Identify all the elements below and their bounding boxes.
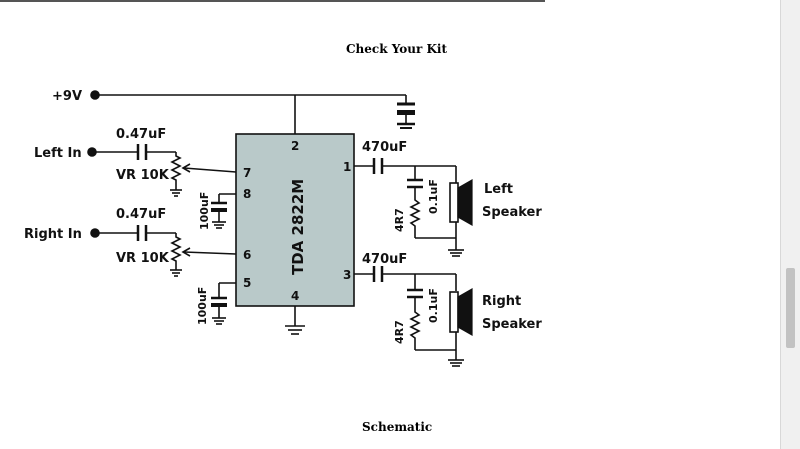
left-pot-label: VR 10K	[116, 168, 170, 183]
pin-6-label: 6	[243, 248, 251, 262]
supply-terminal	[90, 90, 100, 100]
left-input-cap-label: 0.47uF	[116, 127, 166, 142]
chip-name-label: TDA 2822M	[289, 179, 307, 275]
pin-5-label: 5	[243, 276, 251, 290]
right-input-terminal	[90, 228, 100, 238]
top-divider	[0, 0, 545, 2]
right-zobel-resistor-label: 4R7	[393, 320, 406, 344]
right-input-cap-label: 0.47uF	[116, 207, 166, 222]
left-output-circuit	[354, 158, 473, 257]
supply-rail	[90, 90, 415, 134]
scrollbar-thumb[interactable]	[786, 268, 795, 348]
kit-heading: Check Your Kit	[346, 42, 447, 56]
right-pot-label: VR 10K	[116, 251, 170, 266]
right-zobel-cap-label: 0.1uF	[427, 288, 440, 323]
left-speaker-icon	[449, 182, 459, 223]
left-output-cap-label: 470uF	[362, 140, 407, 155]
pin-8-label: 8	[243, 187, 251, 201]
right-speaker-label: Right	[482, 294, 521, 309]
page-scrollbar[interactable]	[780, 0, 800, 449]
left-input-label: Left In	[34, 146, 82, 161]
left-zobel-cap-label: 0.1uF	[427, 179, 440, 214]
pin-1-label: 1	[343, 160, 351, 174]
left-input-terminal	[87, 147, 97, 157]
left-zobel-resistor-label: 4R7	[393, 208, 406, 232]
schematic-diagram: +9V Left In 0.47uF VR 10K Right In 0.47u…	[24, 89, 542, 367]
pin-2-label: 2	[291, 139, 299, 153]
right-output-cap-label: 470uF	[362, 252, 407, 267]
right-input-circuit	[90, 225, 237, 277]
left-input-circuit	[87, 144, 237, 197]
right-speaker-icon	[449, 291, 459, 333]
page: Check Your Kit	[0, 0, 545, 434]
pin8-capacitor	[211, 193, 236, 229]
chip-body	[235, 133, 355, 307]
right-speaker-label-2: Speaker	[482, 317, 542, 332]
supply-label: +9V	[52, 89, 82, 104]
right-output-circuit	[354, 266, 473, 367]
pin-3-label: 3	[343, 268, 351, 282]
pin5-cap-label: 100uF	[196, 287, 209, 325]
pin-4-label: 4	[291, 289, 299, 303]
chip-ground	[285, 306, 305, 335]
schematic-caption: Schematic	[362, 420, 433, 434]
right-input-label: Right In	[24, 227, 82, 242]
pin-7-label: 7	[243, 166, 251, 180]
left-speaker-label: Left	[484, 182, 513, 197]
left-speaker-label-2: Speaker	[482, 205, 542, 220]
pin8-cap-label: 100uF	[198, 192, 211, 230]
pin5-capacitor	[211, 282, 236, 325]
